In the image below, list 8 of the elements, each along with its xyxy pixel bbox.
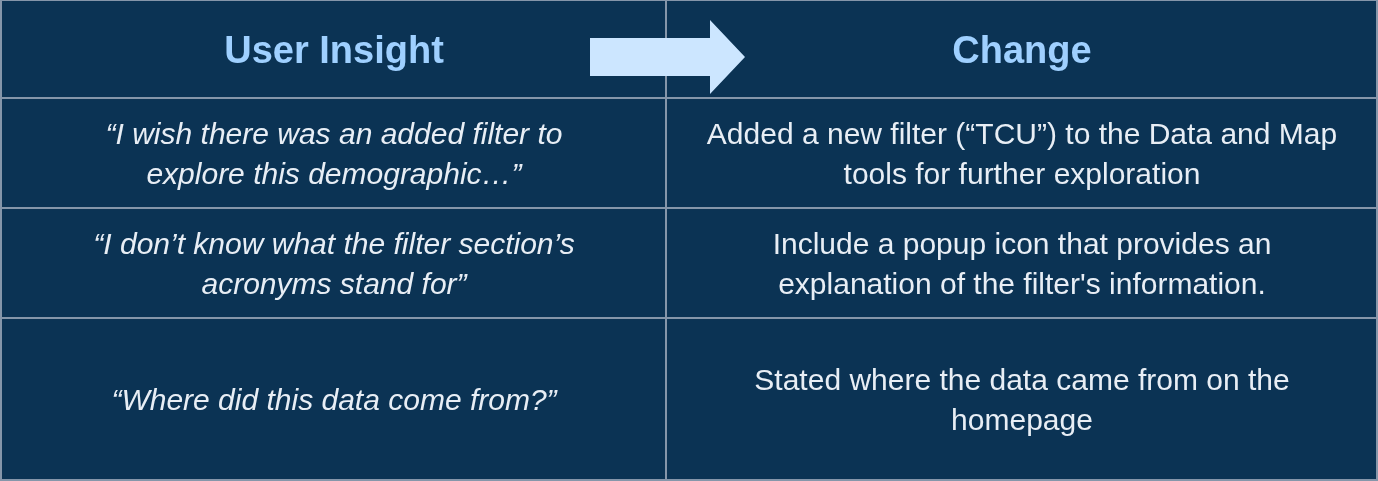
quote-text: “Where did this data come from?” <box>111 381 557 418</box>
quote-text: “I don’t know what the filter section’s acronyms stand for” <box>92 225 576 302</box>
column-header: Change <box>952 29 1092 70</box>
change-text: Stated where the data came from on the homepage <box>753 361 1291 438</box>
change-text: Added a new filter (“TCU”) to the Data and Map tools for further exploration <box>705 115 1339 192</box>
quote-text: “I wish there was an added filter to explore this demographic…” <box>104 115 564 192</box>
change-text: Include a popup icon that provides an explanation of the filter's information. <box>771 225 1273 302</box>
column-header: User Insight <box>224 29 444 70</box>
